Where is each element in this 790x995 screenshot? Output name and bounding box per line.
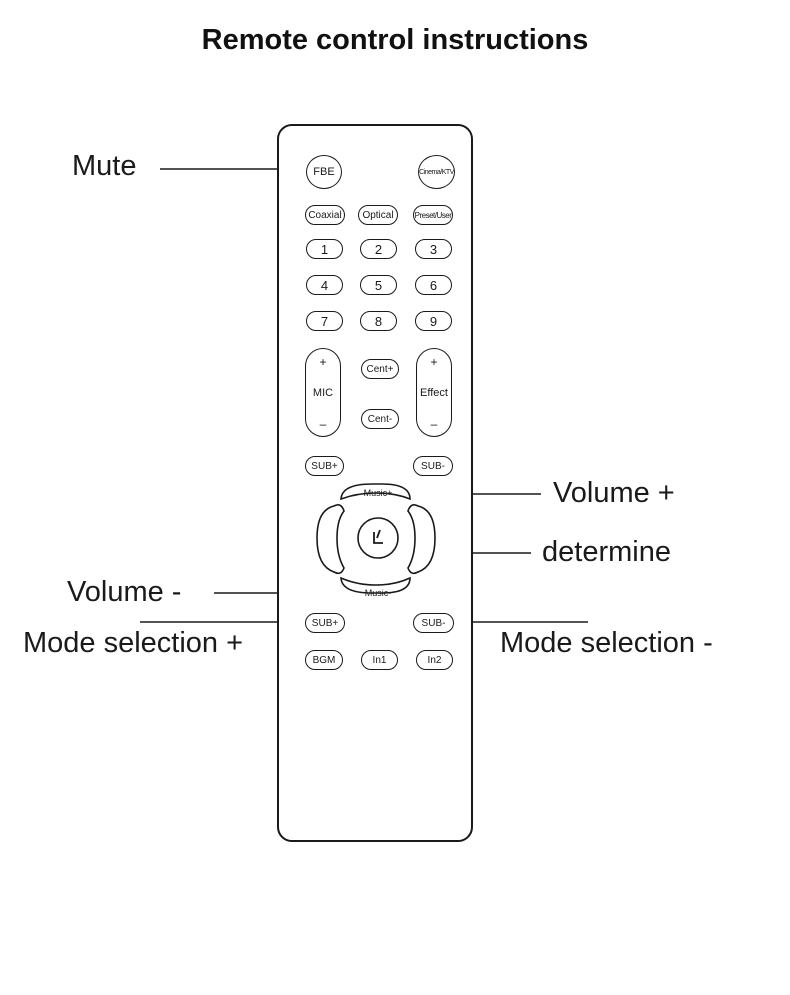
optical-button[interactable]: Optical <box>358 205 398 225</box>
digit-6-button[interactable]: 6 <box>415 275 452 295</box>
mic-plus-label[interactable]: + <box>319 355 327 369</box>
page-title: Remote control instructions <box>201 24 589 56</box>
digit-8-button[interactable]: 8 <box>360 311 397 331</box>
left-arrow-key[interactable] <box>316 504 345 575</box>
remote-control-body: FBE Cinema/KTV Coaxial Optical Preset/Us… <box>277 124 473 842</box>
mic-label: MIC <box>312 387 334 399</box>
center-enter-key[interactable] <box>357 517 399 559</box>
digit-7-button[interactable]: 7 <box>306 311 343 331</box>
digit-3-button[interactable]: 3 <box>415 239 452 259</box>
preset-user-button[interactable]: Preset/User <box>413 205 453 225</box>
mic-rocker[interactable]: + MIC – <box>305 348 341 437</box>
fbe-button[interactable]: FBE <box>306 155 342 189</box>
volume-minus-callout: Volume - <box>67 576 182 608</box>
coaxial-button[interactable]: Coaxial <box>305 205 345 225</box>
right-arrow-key[interactable] <box>407 504 436 575</box>
mic-minus-label[interactable]: – <box>319 417 327 431</box>
music-plus-key[interactable] <box>340 483 411 501</box>
sub-plus-mode-button[interactable]: SUB+ <box>305 613 345 633</box>
effect-minus-label[interactable]: – <box>430 417 438 431</box>
effect-rocker[interactable]: + Effect – <box>416 348 452 437</box>
effect-label: Effect <box>420 387 448 399</box>
in1-button[interactable]: In1 <box>361 650 398 670</box>
play-pause-icon <box>373 529 383 544</box>
sub-plus-button[interactable]: SUB+ <box>305 456 344 476</box>
music-plus-label[interactable]: Music+ <box>363 487 393 498</box>
digit-1-button[interactable]: 1 <box>306 239 343 259</box>
sub-minus-mode-button[interactable]: SUB- <box>413 613 454 633</box>
music-minus-label[interactable]: Music- <box>364 587 392 598</box>
digit-9-button[interactable]: 9 <box>415 311 452 331</box>
mode-selection-plus-callout: Mode selection + <box>23 627 244 659</box>
bgm-button[interactable]: BGM <box>305 650 343 670</box>
mode-selection-minus-callout: Mode selection - <box>500 627 713 659</box>
digit-2-button[interactable]: 2 <box>360 239 397 259</box>
direction-pad <box>316 483 436 594</box>
music-minus-key[interactable] <box>340 576 411 594</box>
digit-5-button[interactable]: 5 <box>360 275 397 295</box>
effect-plus-label[interactable]: + <box>430 355 438 369</box>
sub-minus-button[interactable]: SUB- <box>413 456 453 476</box>
cent-plus-button[interactable]: Cent+ <box>361 359 399 379</box>
determine-callout: determine <box>542 536 671 568</box>
mute-callout: Mute <box>72 150 137 182</box>
cent-minus-button[interactable]: Cent- <box>361 409 399 429</box>
digit-4-button[interactable]: 4 <box>306 275 343 295</box>
volume-plus-callout: Volume + <box>553 477 675 509</box>
cinema-ktv-button[interactable]: Cinema/KTV <box>418 155 455 189</box>
in2-button[interactable]: In2 <box>416 650 453 670</box>
